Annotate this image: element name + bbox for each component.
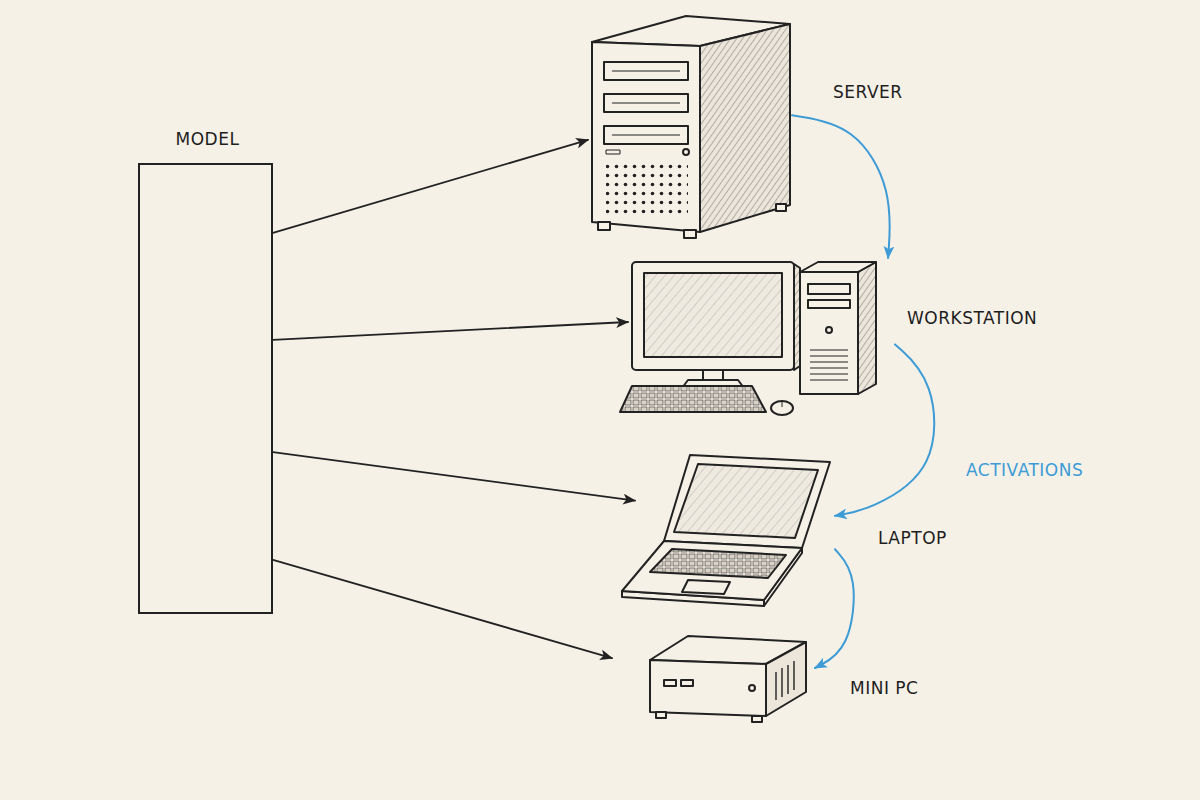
device-label: MINI PC — [850, 675, 1070, 701]
assignment-arrow — [273, 322, 628, 340]
model-stack: MODEL — [138, 163, 273, 614]
model-heading: MODEL — [140, 126, 275, 152]
laptop-node: LAPTOP — [635, 452, 835, 604]
server-illustration — [592, 16, 790, 238]
workstation-illustration — [620, 262, 876, 415]
activation-arrow — [792, 115, 890, 258]
server-node: SERVER — [588, 15, 792, 238]
edge-label: ACTIVATIONS — [966, 457, 1166, 483]
device-label: LAPTOP — [878, 525, 1098, 551]
device-label: SERVER — [833, 79, 1053, 105]
assignment-arrow — [273, 560, 612, 658]
workstation-node: WORKSTATION — [628, 258, 895, 418]
assignment-arrow — [273, 452, 635, 501]
laptop-illustration — [622, 455, 830, 606]
activation-arrow — [835, 344, 934, 515]
mini-pc-node: MINI PC — [612, 632, 815, 722]
assignment-arrow — [273, 140, 588, 233]
activation-arrow — [815, 549, 854, 668]
device-label: WORKSTATION — [907, 305, 1127, 331]
mini-pc-illustration — [650, 636, 806, 722]
